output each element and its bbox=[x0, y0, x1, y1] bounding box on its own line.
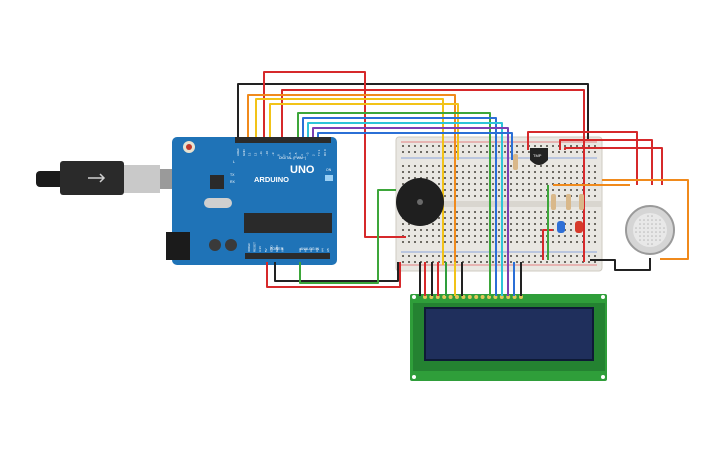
top-pin-label-2: 13 bbox=[248, 152, 252, 156]
led-label-tx: TX bbox=[230, 173, 235, 177]
top-pin-label-14: TX 1 bbox=[317, 149, 321, 156]
gas-sensor bbox=[625, 205, 675, 255]
top-pin-label-10: ~5 bbox=[294, 152, 298, 156]
usb-cable bbox=[36, 161, 176, 195]
atmega-chip bbox=[244, 213, 332, 233]
top-pin-label-5: ~10 bbox=[265, 151, 269, 156]
power-pin-label-3: 5V bbox=[264, 248, 268, 252]
power-pin-label-6: Vin bbox=[281, 247, 285, 252]
lcd-16x2[interactable] bbox=[410, 294, 607, 381]
top-pin-label-13: 2 bbox=[311, 154, 315, 156]
arduino-uno-board[interactable]: ARDUINO UNO DIGITAL (PWM~) POWER ANALOG … bbox=[166, 137, 337, 265]
analog-pin-label-5: A5 bbox=[326, 248, 330, 252]
tmp-label: TMP bbox=[533, 153, 542, 158]
top-pin-label-11: 4 bbox=[300, 154, 304, 156]
led-label-l: L bbox=[233, 160, 235, 164]
wires bbox=[237, 71, 689, 296]
power-pin-label-5: GND bbox=[275, 245, 279, 253]
top-pin-label-6: ~9 bbox=[271, 152, 275, 156]
analog-in-label: ANALOG IN bbox=[300, 247, 320, 251]
buzzer bbox=[396, 178, 444, 226]
resistors bbox=[513, 154, 584, 210]
temperature-sensor: TMP bbox=[530, 148, 548, 165]
on-label: ON bbox=[326, 168, 332, 172]
top-pin-label-0: AREF bbox=[236, 148, 240, 156]
top-pin-label-3: 12 bbox=[253, 152, 257, 156]
lcd-screen bbox=[424, 307, 594, 361]
led-red bbox=[575, 221, 583, 233]
led-label-rx: RX bbox=[230, 180, 236, 184]
top-pin-label-8: 7 bbox=[282, 154, 286, 156]
power-pin-label-2: 3.3V bbox=[258, 246, 262, 252]
power-analog-header bbox=[245, 253, 330, 259]
top-pin-label-15: RX 0 bbox=[323, 149, 327, 156]
analog-pin-label-4: A4 bbox=[320, 248, 324, 252]
analog-pin-label-0: A0 bbox=[298, 248, 302, 252]
top-pin-label-4: ~11 bbox=[259, 151, 263, 156]
analog-pin-label-2: A2 bbox=[309, 248, 313, 252]
top-pin-label-7: 8 bbox=[277, 154, 281, 156]
breadboard bbox=[395, 136, 603, 272]
analog-pin-label-3: A3 bbox=[315, 248, 319, 252]
power-pin-label-1: RESET bbox=[253, 242, 257, 252]
digital-label: DIGITAL (PWM~) bbox=[279, 156, 306, 160]
arduino-logo-text: ARDUINO bbox=[254, 175, 289, 184]
top-pin-label-1: GND bbox=[242, 149, 246, 157]
top-pin-label-9: ~6 bbox=[288, 152, 292, 156]
power-pin-label-0: IOREF bbox=[247, 243, 251, 252]
top-pin-label-12: ~3 bbox=[306, 152, 310, 156]
digital-header bbox=[235, 137, 331, 143]
power-pin-label-4: GND bbox=[269, 245, 273, 253]
led-blue bbox=[557, 221, 565, 233]
analog-pin-label-1: A1 bbox=[304, 248, 308, 252]
power-label: POWER bbox=[270, 247, 284, 251]
uno-model-text: UNO bbox=[290, 164, 315, 176]
